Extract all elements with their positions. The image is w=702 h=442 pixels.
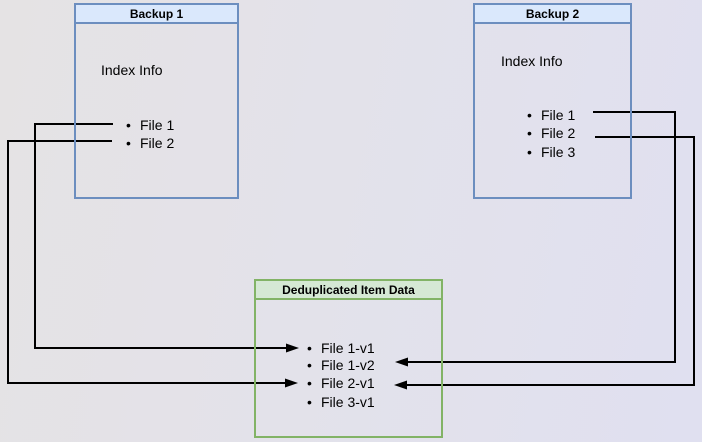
bullet-icon: • bbox=[307, 375, 312, 391]
list-item: • File 1-v1 bbox=[307, 339, 375, 357]
dedup-file-3-v1-label: File 3-v1 bbox=[321, 394, 375, 410]
backup-1-box: Backup 1 Index Info • File 1 • File 2 bbox=[74, 3, 239, 199]
backup-1-index-info-label: Index Info bbox=[101, 62, 163, 78]
list-item: • File 1 bbox=[527, 106, 575, 124]
backup-2-file-2-label: File 2 bbox=[541, 125, 576, 141]
deduplicated-item-data-title: Deduplicated Item Data bbox=[256, 281, 441, 300]
deduplicated-item-data-box: Deduplicated Item Data • File 1-v1 • Fil… bbox=[254, 279, 443, 438]
bullet-icon: • bbox=[126, 135, 131, 151]
backup-1-title: Backup 1 bbox=[76, 5, 237, 24]
list-item: • File 1 bbox=[126, 116, 174, 134]
dedup-file-1-v2-label: File 1-v2 bbox=[321, 357, 375, 373]
backup-1-file-1-label: File 1 bbox=[140, 117, 175, 133]
list-item: • File 2 bbox=[126, 134, 174, 152]
list-item: • File 2-v1 bbox=[307, 374, 375, 392]
backup-2-file-3-label: File 3 bbox=[541, 144, 576, 160]
backup-2-file-1-label: File 1 bbox=[541, 107, 576, 123]
dedup-file-2-v1-label: File 2-v1 bbox=[321, 375, 375, 391]
backup-2-box: Backup 2 Index Info • File 1 • File 2 • … bbox=[473, 3, 632, 199]
backup-2-title: Backup 2 bbox=[475, 5, 630, 24]
bullet-icon: • bbox=[307, 394, 312, 410]
backup-1-file-2-label: File 2 bbox=[140, 135, 175, 151]
bullet-icon: • bbox=[527, 125, 532, 141]
backup-2-index-info-label: Index Info bbox=[501, 53, 563, 69]
list-item: • File 3-v1 bbox=[307, 393, 375, 411]
bullet-icon: • bbox=[307, 357, 312, 373]
list-item: • File 1-v2 bbox=[307, 356, 375, 374]
bullet-icon: • bbox=[307, 340, 312, 356]
bullet-icon: • bbox=[527, 144, 532, 160]
list-item: • File 3 bbox=[527, 143, 575, 161]
bullet-icon: • bbox=[527, 107, 532, 123]
bullet-icon: • bbox=[126, 117, 131, 133]
dedup-file-1-v1-label: File 1-v1 bbox=[321, 340, 375, 356]
list-item: • File 2 bbox=[527, 124, 575, 142]
